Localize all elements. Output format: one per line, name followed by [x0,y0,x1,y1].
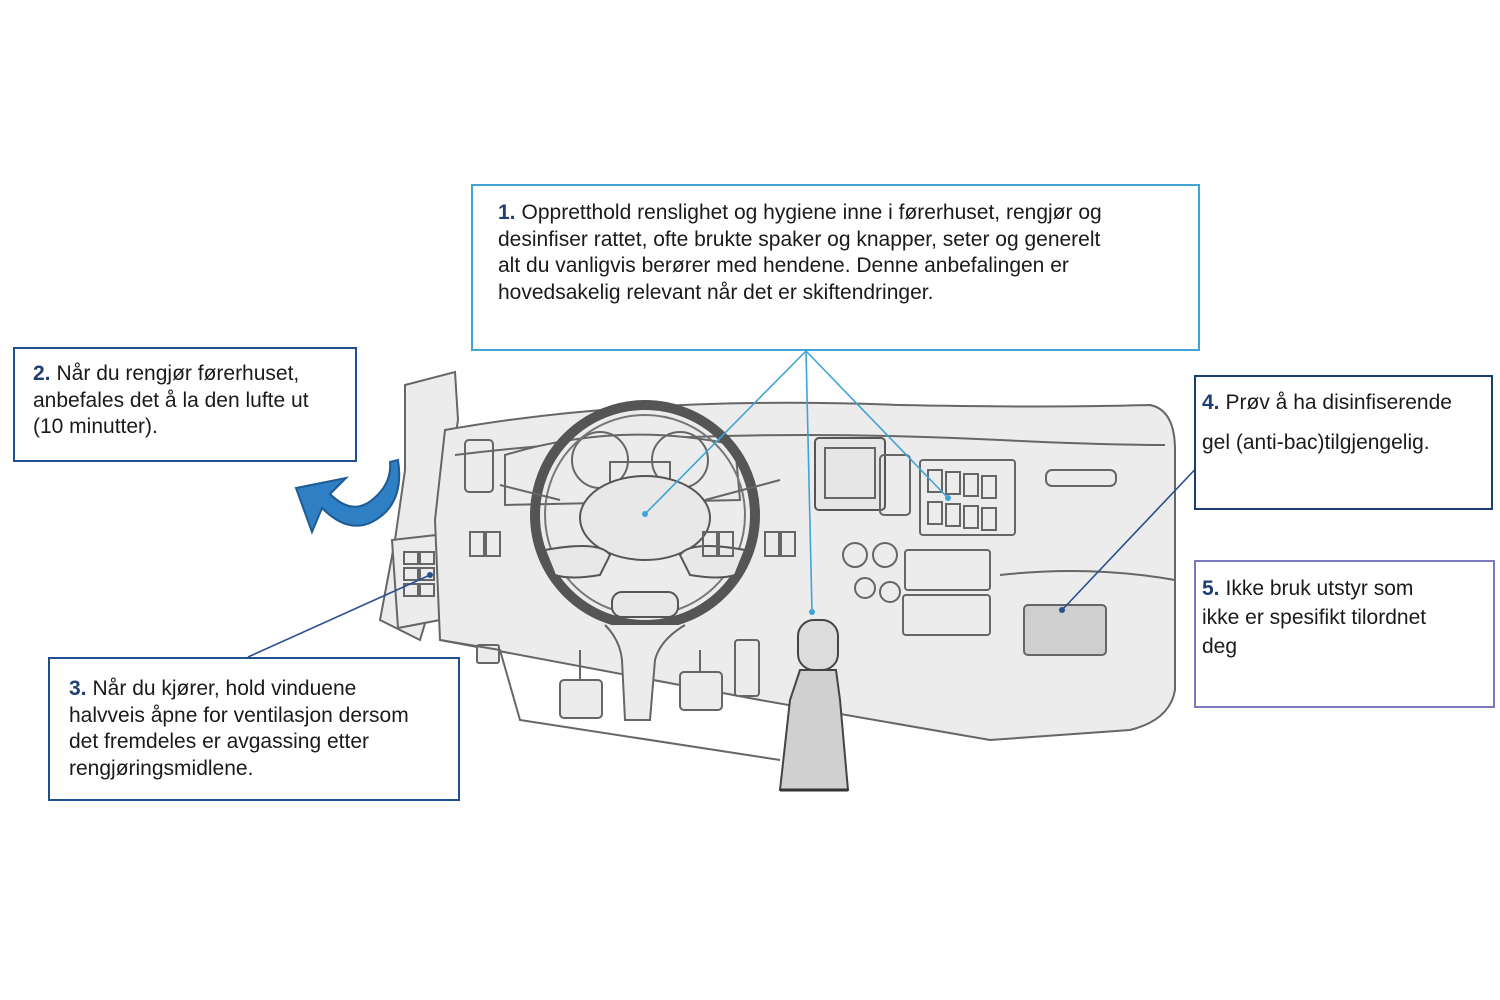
callout-4-gel: 4.Prøv å ha disinfiserende gel (anti-bac… [1194,375,1493,510]
callout-3-line-3: det fremdeles er avgassing etter [69,730,369,753]
callout-2-ventilate: 2.Når du rengjør førerhuset, anbefales d… [13,347,357,462]
callout-5-line-3: deg [1202,635,1238,658]
center-screen-inner [824,447,876,499]
callout-5-equipment: 5.Ikke bruk utstyr som ikke er spesifikt… [1194,560,1495,708]
callout-4-line-2: gel (anti-bac)tilgjengelig. [1202,431,1430,454]
passenger-shelf [999,570,1176,581]
callout-3-line-4: rengjøringsmidlene. [69,756,254,780]
lower-console-panel-top [904,549,991,591]
callout-1-line-1: 1.Oppretthold renslighet og hygiene inne… [498,201,1102,224]
steering-column [604,624,686,721]
callout-3-line-2: halvveis åpne for ventilasjon dersom [69,703,409,727]
callout-2-line-2: anbefales det å la den lufte ut [33,388,309,412]
curved-arrow-icon [294,458,401,535]
callout-1-line-2: desinfiser rattet, ofte brukte spaker og… [498,227,1101,251]
leader-lines [247,350,1204,658]
callout-1-line-3: alt du vanligvis berører med hendene. De… [498,254,1069,277]
callout-2-line-1: 2.Når du rengjør førerhuset, [33,362,300,385]
callout-1-line-4: hovedsakelig relevant når det er skiften… [498,280,934,304]
window-switches [403,551,435,597]
left-stalk [499,484,561,501]
callout-1-hygiene: 1.Oppretthold renslighet og hygiene inne… [471,184,1200,351]
callout-2-number: 2. [33,362,51,385]
left-vent [464,439,494,493]
callout-4-line-1: 4.Prøv å ha disinfiserende [1202,391,1452,414]
callout-3-number: 3. [69,677,87,700]
callout-5-number: 5. [1202,577,1220,600]
lower-console-panel-bottom [902,594,991,636]
center-vent [879,454,911,516]
callout-4-number: 4. [1202,391,1220,414]
callout-1-number: 1. [498,201,516,224]
pedals [476,639,760,719]
gear-lever [778,619,850,792]
glovebox-panel [1023,604,1107,656]
callout-2-line-3: (10 minutter). [33,415,158,438]
callout-5-line-2: ikke er spesifikt tilordnet [1202,606,1427,629]
callout-3-windows: 3.Når du kjører, hold vinduene halvveis … [48,657,460,801]
climate-knobs [842,542,901,603]
callout-3-line-1: 3.Når du kjører, hold vinduene [69,677,357,700]
right-stalk [704,479,781,501]
left-dash-switches [469,531,796,557]
cab-floor [439,639,781,761]
center-screen [814,437,886,511]
steering-wheel [530,400,760,630]
callout-5-line-1: 5.Ikke bruk utstyr som [1202,577,1414,600]
switch-bank [919,459,1016,536]
cup-slot [1045,469,1117,487]
